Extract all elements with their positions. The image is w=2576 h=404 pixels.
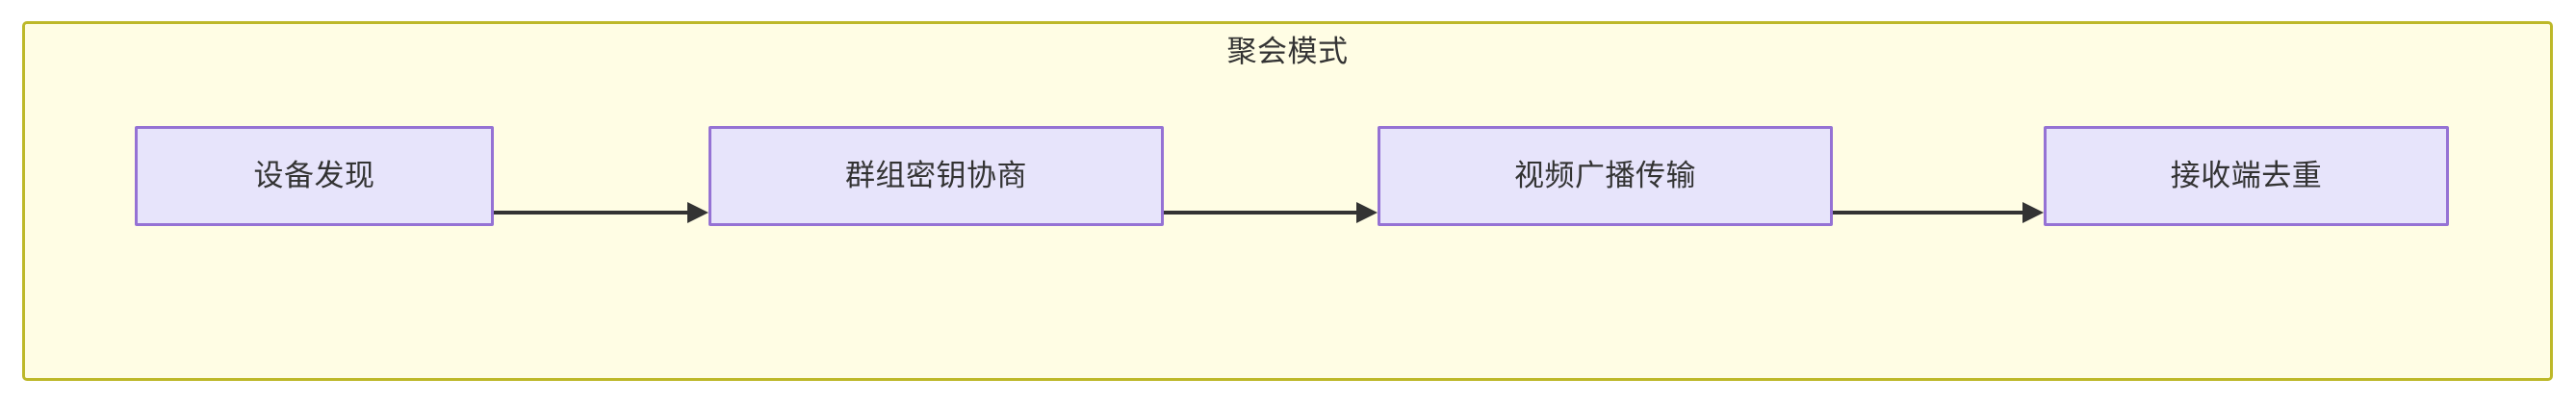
flow-node-receiver-deduplication[interactable]: 接收端去重 [2044,126,2449,226]
arrow-right-icon [687,202,708,223]
arrow-right-icon [1356,202,1378,223]
edge-line [1833,211,2024,215]
flow-edge-1-to-2 [494,202,708,223]
flow-edge-2-to-3 [1164,202,1378,223]
arrow-right-icon [2022,202,2044,223]
flow-node-video-broadcast-transmission[interactable]: 视频广播传输 [1378,126,1833,226]
subgraph-title: 聚会模式 [1226,35,1349,68]
edge-line [494,211,689,215]
flow-node-label: 群组密钥协商 [845,159,1027,192]
flow-edge-3-to-4 [1833,202,2044,223]
subgraph-container: 聚会模式 设备发现 群组密钥协商 视频广播传输 接收端去重 [22,21,2553,381]
flow-node-device-discovery[interactable]: 设备发现 [135,126,494,226]
flow-node-label: 接收端去重 [2170,159,2323,192]
edge-line [1164,211,1358,215]
flow-node-label: 视频广播传输 [1514,159,1696,192]
flow-node-group-key-negotiation[interactable]: 群组密钥协商 [708,126,1164,226]
flow-node-label: 设备发现 [253,159,375,192]
